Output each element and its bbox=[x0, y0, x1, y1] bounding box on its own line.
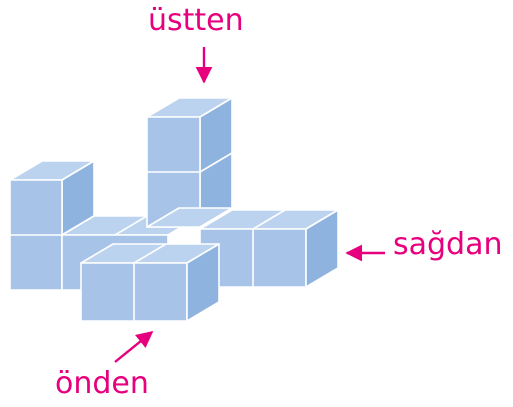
right-view-label: sağdan bbox=[393, 227, 503, 262]
top-view-label: üstten bbox=[148, 3, 244, 38]
front-view-label: önden bbox=[55, 366, 149, 401]
front-view-arrow bbox=[114, 330, 154, 363]
cube-front-row bbox=[80, 243, 220, 322]
cube-right-arm bbox=[199, 209, 339, 288]
cube-center-tower bbox=[146, 97, 233, 228]
